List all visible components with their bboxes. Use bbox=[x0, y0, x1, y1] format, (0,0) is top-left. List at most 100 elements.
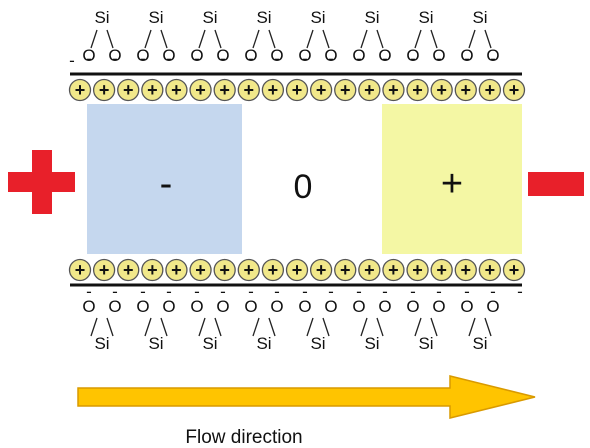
bond-line bbox=[268, 317, 276, 337]
top-cation-layer: +++++++++++++++++++ bbox=[68, 78, 526, 102]
oxygen-atom-label: O bbox=[460, 46, 473, 65]
oxygen-atom-label: O bbox=[324, 46, 337, 65]
silicon-atom-label: Si bbox=[364, 334, 379, 353]
cation-bead-label: + bbox=[147, 80, 158, 100]
flow-direction-label: Flow direction bbox=[185, 427, 302, 448]
oxygen-atom-label: O bbox=[162, 46, 175, 65]
cation-bead bbox=[68, 78, 92, 102]
cation-bead bbox=[285, 258, 309, 282]
cation-bead-label: + bbox=[244, 80, 255, 100]
negative-charge-label: - bbox=[436, 49, 442, 68]
cation-bead-label: + bbox=[171, 260, 182, 280]
silicon-atom-label: Si bbox=[148, 334, 163, 353]
bond-line bbox=[376, 29, 384, 49]
silicon-atom-label: Si bbox=[256, 334, 271, 353]
negative-charge-label: - bbox=[302, 282, 308, 301]
negative-charge-label: - bbox=[112, 282, 118, 301]
negative-charge-label: - bbox=[436, 282, 442, 301]
cation-bead-label: + bbox=[340, 80, 351, 100]
oxygen-atom-label: O bbox=[162, 297, 175, 316]
bond-line bbox=[468, 317, 476, 337]
negative-charge-label: - bbox=[194, 49, 200, 68]
cation-bead-label: + bbox=[412, 80, 423, 100]
silicon-atom-label: Si bbox=[256, 8, 271, 27]
negative-charge-label: - bbox=[410, 49, 416, 68]
bottom-silanol-layer: SiO-O-SiO-O-SiO-O-SiO-O-SiO-O-SiO-O-SiO-… bbox=[82, 282, 522, 353]
oxygen-atom-label: O bbox=[108, 297, 121, 316]
bottom-cation-layer: +++++++++++++++++++ bbox=[68, 258, 526, 282]
cation-bead-label: + bbox=[292, 80, 303, 100]
oxygen-atom-label: O bbox=[244, 297, 257, 316]
cation-bead-label: + bbox=[123, 260, 134, 280]
oxygen-atom-label: O bbox=[270, 46, 283, 65]
oxygen-atom-label: O bbox=[216, 297, 229, 316]
oxygen-atom-label: O bbox=[378, 46, 391, 65]
cation-bead bbox=[117, 258, 140, 282]
bond-line bbox=[322, 29, 330, 49]
cation-bead bbox=[237, 78, 260, 102]
cation-bead bbox=[165, 258, 188, 282]
cation-bead-label: + bbox=[268, 80, 279, 100]
negative-charge-label: - bbox=[140, 49, 146, 68]
negative-charge-label: - bbox=[274, 282, 280, 301]
cation-bead bbox=[189, 258, 212, 282]
silicon-atom-label: Si bbox=[418, 334, 433, 353]
bond-line bbox=[430, 29, 438, 49]
silicon-atom-label: Si bbox=[364, 8, 379, 27]
oxygen-atom-label: O bbox=[432, 297, 445, 316]
cation-bead bbox=[141, 258, 164, 282]
cation-bead bbox=[358, 78, 381, 102]
oxygen-atom-label: O bbox=[406, 46, 419, 65]
cation-bead bbox=[117, 78, 140, 102]
bond-line bbox=[484, 29, 492, 49]
negative-charge-label: - bbox=[356, 282, 362, 301]
negative-charge-label: - bbox=[86, 49, 92, 68]
cation-bead-label: + bbox=[388, 260, 399, 280]
negative-charge-label: - bbox=[140, 282, 146, 301]
oxygen-atom-label: O bbox=[136, 46, 149, 65]
cation-bead-label: + bbox=[509, 260, 520, 280]
cation-bead-label: + bbox=[171, 80, 182, 100]
cation-bead-label: + bbox=[340, 260, 351, 280]
oxygen-atom-label: O bbox=[82, 297, 95, 316]
cation-bead-label: + bbox=[316, 80, 327, 100]
cation-bead-label: + bbox=[412, 260, 423, 280]
silicon-atom-label: Si bbox=[94, 8, 109, 27]
cation-bead bbox=[92, 78, 116, 102]
oxygen-atom-label: O bbox=[270, 297, 283, 316]
bond-line bbox=[144, 317, 152, 337]
negative-charge-label: - bbox=[328, 282, 334, 301]
cation-bead bbox=[189, 78, 212, 102]
bond-line bbox=[214, 29, 222, 49]
cation-bead-label: + bbox=[75, 80, 86, 100]
bond-line bbox=[322, 317, 330, 337]
bond-line bbox=[90, 317, 98, 337]
negative-charge-label: - bbox=[410, 282, 416, 301]
cation-bead bbox=[478, 258, 502, 282]
cation-bead bbox=[237, 258, 260, 282]
silicon-atom-label: Si bbox=[202, 334, 217, 353]
cation-bead-label: + bbox=[195, 260, 206, 280]
negative-charge-label: - bbox=[302, 49, 308, 68]
positive-zone bbox=[382, 104, 522, 254]
cation-bead-label: + bbox=[147, 260, 158, 280]
bond-line bbox=[160, 29, 168, 49]
bond-line bbox=[214, 317, 222, 337]
cation-bead bbox=[165, 78, 188, 102]
silicon-atom-label: Si bbox=[202, 8, 217, 27]
bond-line bbox=[468, 29, 476, 49]
bond-line bbox=[160, 317, 168, 337]
negative-charge-label: - bbox=[464, 49, 470, 68]
negative-charge-label: - bbox=[112, 49, 118, 68]
oxygen-atom-label: O bbox=[324, 297, 337, 316]
oxygen-atom-label: O bbox=[378, 297, 391, 316]
cation-bead bbox=[382, 258, 405, 282]
cation-bead-label: + bbox=[364, 80, 375, 100]
cation-bead bbox=[213, 78, 236, 102]
cation-bead-label: + bbox=[485, 80, 496, 100]
bond-line bbox=[360, 29, 368, 49]
negative-charge-label: - bbox=[194, 282, 200, 301]
cation-bead bbox=[454, 258, 477, 282]
negative-charge-label: - bbox=[328, 49, 334, 68]
negative-charge-label: - bbox=[86, 282, 92, 301]
